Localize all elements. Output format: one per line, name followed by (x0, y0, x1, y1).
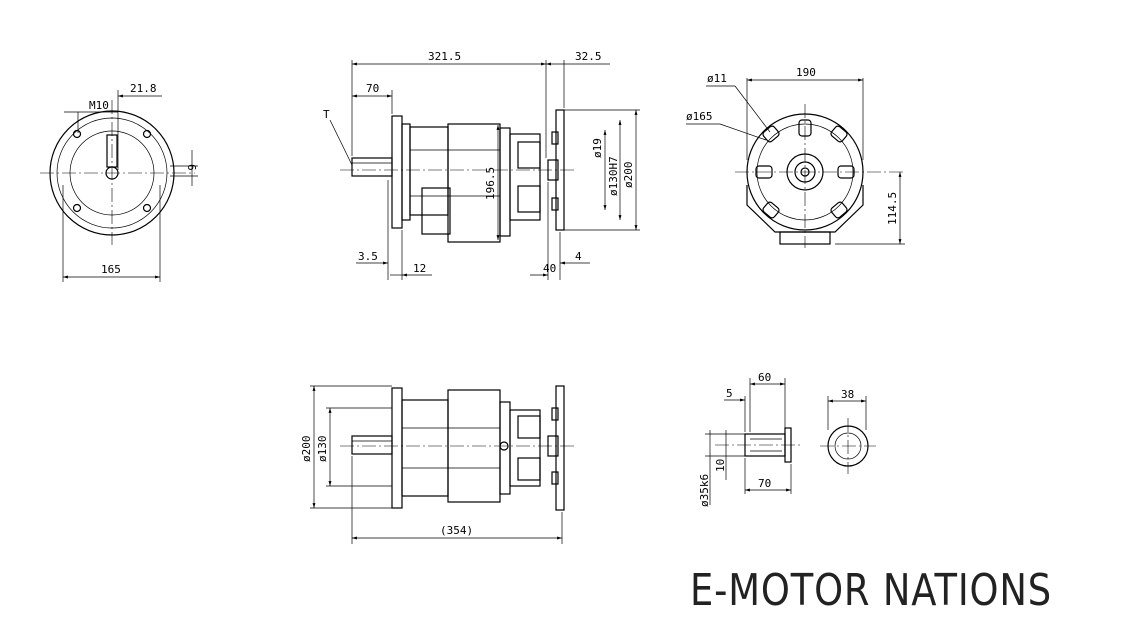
key-length-dim: 60 (758, 371, 771, 384)
flange-width-dim: 165 (101, 263, 121, 276)
tag-label: T (323, 108, 330, 121)
flange-depth-dim: 40 (543, 262, 556, 275)
spigot-dia-dim: ø130H7 (607, 156, 620, 196)
height-dim: 196.5 (484, 167, 497, 200)
total-length-dim: (354) (440, 524, 473, 537)
key-width-detail-dim: 10 (714, 459, 727, 472)
shaft-length-dim: 70 (366, 82, 379, 95)
end-width-dim: 190 (796, 66, 816, 79)
shaft-step-dim: 3.5 (358, 250, 378, 263)
thread-label: M10 (89, 99, 109, 112)
shaft-length-detail-dim: 70 (758, 477, 771, 490)
front-view: M10 21.8 6 165 (40, 82, 198, 282)
overall-length-dim: 321.5 (428, 50, 461, 63)
centre-height-dim: 114.5 (886, 192, 899, 225)
shaft-detail: 60 5 ø35k6 10 70 38 (698, 371, 876, 507)
brand-name: E-MOTOR NATIONS (690, 565, 1052, 616)
key-height-dim: 38 (841, 388, 854, 401)
inner-dia-dim: ø130 (316, 436, 329, 463)
side-view: T 321.5 32.5 70 196.5 ø19 ø130H7 ø200 3.… (323, 50, 640, 280)
flange-dia-dim: ø200 (622, 162, 635, 189)
shaft-dia-dim: ø35k6 (698, 474, 711, 507)
end-view: 190 ø11 ø165 114.5 (686, 66, 905, 248)
outer-dia-dim: ø200 (300, 436, 313, 463)
flange-thickness-dim: 12 (413, 262, 426, 275)
key-offset-detail-dim: 5 (726, 387, 733, 400)
flange-lip-dim: 4 (575, 250, 582, 263)
key-offset-dim: 21.8 (130, 82, 157, 95)
pilot-dia-dim: ø19 (591, 138, 604, 158)
brand-logo: E-MOTOR NATIONS (690, 565, 1052, 616)
pcd-dim: ø165 (686, 110, 713, 123)
hole-dia-dim: ø11 (707, 72, 727, 85)
key-width-dim: 6 (185, 164, 198, 171)
bottom-view: ø200 ø130 (354) (300, 385, 575, 544)
flange-offset-dim: 32.5 (575, 50, 602, 63)
